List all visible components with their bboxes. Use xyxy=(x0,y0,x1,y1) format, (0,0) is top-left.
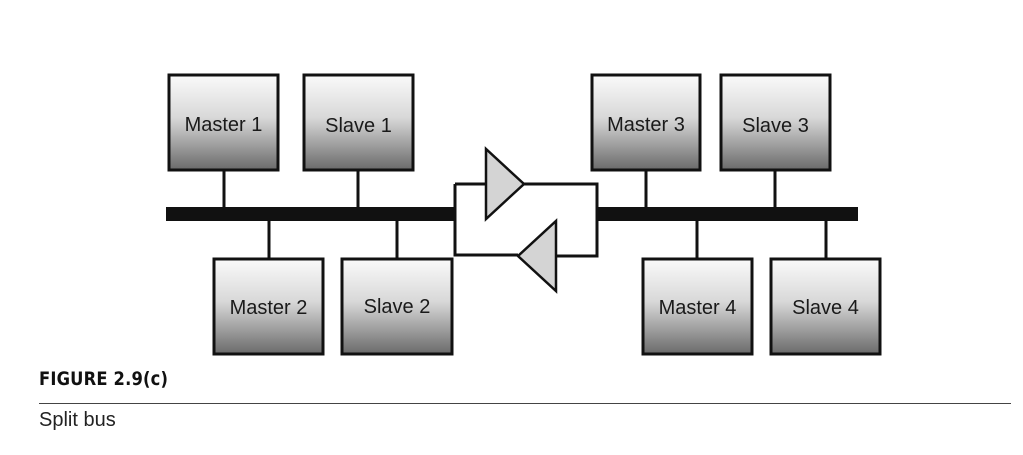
node-master3: Master 3 xyxy=(590,73,702,172)
node-master2-label: Master 2 xyxy=(230,297,308,319)
node-slave2-label: Slave 2 xyxy=(364,296,431,318)
bottom-stubs xyxy=(267,221,828,259)
buffer-left-icon xyxy=(516,218,558,294)
figure-number: FIGURE 2.9(c) xyxy=(39,368,169,390)
figure-caption: Split bus xyxy=(39,409,116,431)
node-slave3-label: Slave 3 xyxy=(742,115,809,137)
node-master4-label: Master 4 xyxy=(659,297,737,319)
node-master1-label: Master 1 xyxy=(185,114,263,136)
node-slave1: Slave 1 xyxy=(302,73,415,172)
node-master4: Master 4 xyxy=(641,257,754,356)
node-slave4: Slave 4 xyxy=(769,257,882,356)
node-slave4-label: Slave 4 xyxy=(792,297,859,319)
top-stubs xyxy=(222,171,777,207)
node-master1: Master 1 xyxy=(167,73,280,172)
left-bus xyxy=(166,207,455,221)
buffer-right-icon xyxy=(484,146,526,222)
node-slave2: Slave 2 xyxy=(340,257,454,356)
bridge-wiring xyxy=(453,182,599,258)
right-bus xyxy=(597,207,858,221)
node-master3-label: Master 3 xyxy=(607,114,685,136)
caption-divider xyxy=(39,403,1011,404)
node-slave3: Slave 3 xyxy=(719,73,832,172)
split-bus-diagram: Master 1 Slave 1 Master 3 Slave 3 Master… xyxy=(166,73,882,356)
node-master2: Master 2 xyxy=(212,257,325,356)
node-slave1-label: Slave 1 xyxy=(325,115,392,137)
